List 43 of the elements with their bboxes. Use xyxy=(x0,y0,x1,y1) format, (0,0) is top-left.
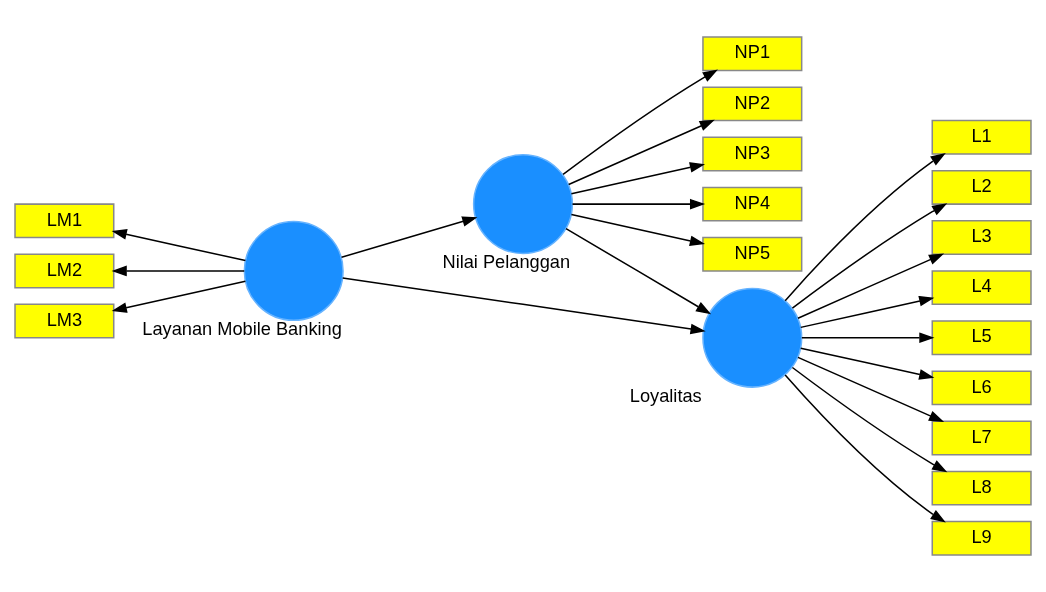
node-box: L8 xyxy=(931,470,1032,506)
node-box: NP1 xyxy=(702,36,803,72)
arrow xyxy=(562,69,718,176)
node-box: L2 xyxy=(931,169,1032,205)
arrow xyxy=(799,347,935,380)
node-box: NP4 xyxy=(702,186,803,222)
arrow xyxy=(784,152,946,302)
arrow xyxy=(797,253,945,319)
node-box: LM3 xyxy=(14,303,115,339)
node-circle xyxy=(702,287,803,388)
node-box: L5 xyxy=(931,320,1032,356)
node-label: Loyalitas xyxy=(629,385,702,406)
node-box: NP2 xyxy=(702,86,803,122)
arrow xyxy=(571,198,706,210)
arrow xyxy=(341,277,706,335)
node-box: L4 xyxy=(931,270,1032,306)
node-box: LM1 xyxy=(14,203,115,239)
arrow xyxy=(340,216,478,258)
node-box: NP5 xyxy=(702,236,803,272)
arrow xyxy=(565,227,712,315)
arrow xyxy=(784,374,946,523)
arrow xyxy=(567,119,715,186)
arrow xyxy=(111,280,247,313)
node-box: L6 xyxy=(931,370,1032,406)
node-box: NP3 xyxy=(702,136,803,172)
arrow xyxy=(570,162,706,195)
node-label: Nilai Pelanggan xyxy=(442,252,571,273)
node-box: L9 xyxy=(931,520,1032,556)
node-circle xyxy=(243,220,344,322)
node-circle xyxy=(472,154,574,255)
arrow xyxy=(570,213,706,246)
node-box: L1 xyxy=(931,119,1032,155)
arrow xyxy=(111,265,245,277)
node-box: L3 xyxy=(931,220,1032,255)
arrow xyxy=(111,229,247,262)
arrow xyxy=(801,332,935,344)
node-box: L7 xyxy=(931,420,1032,456)
node-box: LM2 xyxy=(14,253,115,289)
arrow xyxy=(791,203,948,309)
node-label: Layanan Mobile Banking xyxy=(142,318,342,339)
arrow xyxy=(791,366,948,473)
arrow xyxy=(799,295,935,329)
arrow xyxy=(797,356,945,423)
